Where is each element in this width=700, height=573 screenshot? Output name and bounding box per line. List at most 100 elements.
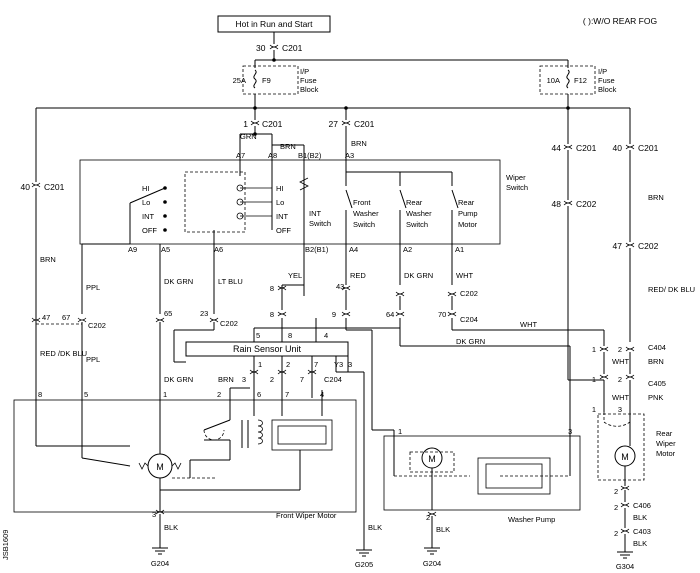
conn-c204-8: 8 [270,310,274,319]
wire-red-dk-blu-left: RED /DK BLU [40,349,87,358]
rsu-c204-pin-3: 3 [242,375,246,384]
conn-c202-43: 43 [336,282,344,291]
wire-red: RED [350,271,366,280]
c406-pin: 2 [614,503,618,512]
ws-pos-hi: HI [142,184,150,193]
conn-c202-23-label: C202 [220,319,238,328]
wire-dk-grn4: DK GRN [456,337,485,346]
wire-blk-c403: BLK [633,539,647,548]
conn-c202-48-label: C202 [576,199,597,209]
fwm-pin-1: 1 [163,390,167,399]
ws-pin-b2: B2(B1) [305,245,329,254]
c403-pin: 2 [614,529,618,538]
ws-pos-lo: Lo [142,198,150,207]
fuse-f9-name: F9 [262,76,271,85]
conn-c201-27-label: C201 [354,119,375,129]
conn-c201-40r-pin: 40 [613,143,623,153]
wiper-switch-title-1: Wiper [506,173,526,182]
fuse-f12-block-line2: Fuse [598,76,615,85]
rwm-label-2: Wiper [656,439,676,448]
washer-motor-symbol: M [428,454,436,464]
wire-brn-c404: BRN [648,357,664,366]
fuse-f9-block-line3: Block [300,85,319,94]
c403-label: C403 [633,527,651,536]
wire-red-dk-blu-right: RED/ DK BLU [648,285,695,294]
conn-c201-1-label: C201 [262,119,283,129]
wire-grn: GRN [240,132,257,141]
washer-pump: Washer Pump 1 3 M [372,427,581,524]
washer-pump-label: Washer Pump [508,515,555,524]
conn-c201-27-pin: 27 [329,119,339,129]
c405-pin-2: 2 [618,375,622,384]
wire-ppl2: PPL [86,355,100,364]
ground-g204-left: G204 [151,547,169,568]
rsu-pin-8: 8 [288,331,292,340]
wire-brn-left: BRN [40,255,56,264]
conn-c202-48-pin: 48 [552,199,562,209]
ws-pin-a9: A9 [128,245,137,254]
ground-g304-label: G304 [616,562,634,571]
conn-c201-44-label: C201 [576,143,597,153]
front-motor-symbol: M [156,462,164,472]
fuse-f9-icon [253,69,257,89]
wire-wht-c405: WHT [612,393,629,402]
rear-motor-symbol: M [621,452,629,462]
ws-rear-pump-3: Motor [458,220,478,229]
conn-c201-40r-label: C201 [638,143,659,153]
ws-pin-a8: A8 [268,151,277,160]
front-wiper-motor: Front Wiper Motor 8 5 1 2 6 7 4 M [13,390,357,520]
conn-c202-mid: C202 [460,289,478,298]
wire-brn-27: BRN [351,139,367,148]
conn-c202-47r-label: C202 [638,241,659,251]
ground-g205: G205 [355,549,373,569]
conn-c204-70-label: C204 [460,315,478,324]
rwm-pin-2: 2 [614,487,618,496]
fwm-pin-4: 4 [320,390,324,399]
figure-id: JSB1609 [1,530,10,560]
fuse-f12-name: F12 [574,76,587,85]
c404-label: C404 [648,343,666,352]
conn-c201-40l-label: C201 [44,182,65,192]
wire-wht2: WHT [520,320,537,329]
wp-pin-1: 1 [398,427,402,436]
wp-pin-2: 2 [426,513,430,522]
fuse-f9-block-line1: I/P [300,67,309,76]
c406-label: C406 [633,501,651,510]
fwm-pin-8: 8 [38,390,42,399]
c404-pin-2: 2 [618,345,622,354]
wire-blk-g205: BLK [368,523,382,532]
wire-blk-washer: BLK [436,525,450,534]
rsu-pin-1: 1 [258,360,262,369]
ws-rear-washer-2: Washer [406,209,432,218]
ws-pin-a3: A3 [345,151,354,160]
rain-sensor-label: Rain Sensor Unit [233,344,302,354]
ws-front-washer-3: Switch [353,220,375,229]
ground-g204-right: G204 [423,547,441,568]
fuse-f9-box [242,65,299,95]
ws-rear-washer-1: Rear [406,198,423,207]
wire-wht: WHT [456,271,473,280]
ws-rpos-hi: HI [276,184,284,193]
ws-rear-pump-2: Pump [458,209,478,218]
legend-note: ( ):W/O REAR FOG [583,16,657,26]
conn-c202-47l: 47 [42,313,50,322]
conn-c202-23-pin: 23 [200,309,208,318]
wire-yel: YEL [288,271,302,280]
rsu-c204-label: C204 [324,375,342,384]
ws-rpos-lo: Lo [276,198,284,207]
rwm-pin-1: 1 [592,405,596,414]
c405-label: C405 [648,379,666,388]
wire-blk-c406: BLK [633,513,647,522]
ws-int-switch-1: INT [309,209,322,218]
ws-front-washer-1: Front [353,198,371,207]
ws-pos-off: OFF [142,226,157,235]
ws-rpos-off: OFF [276,226,291,235]
rain-sensor-unit: Rain Sensor Unit 5 8 4 1 2 7 Y3 3 [185,331,352,369]
rsu-c204-pin-7: 7 [300,375,304,384]
fuse-f12-rating: 10A [547,76,560,85]
wire-dk-grn3: DK GRN [404,271,433,280]
rwm-pin-3: 3 [618,405,622,414]
conn-c204-70-pin: 70 [438,310,446,319]
ws-pin-a5: A5 [161,245,170,254]
